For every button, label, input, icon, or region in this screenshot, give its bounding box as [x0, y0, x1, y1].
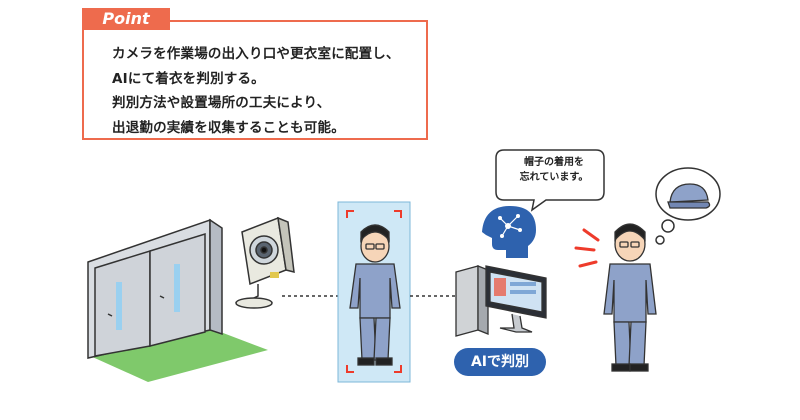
point-text: カメラを作業場の出入り口や更衣室に配置し、 AIにて着衣を判別する。 判別方法や… [112, 42, 422, 140]
point-line-4: 出退勤の実績を収集することも可能。 [112, 119, 345, 136]
floor [88, 328, 268, 382]
corner-brackets [346, 210, 402, 373]
worker-figure-2 [603, 223, 657, 372]
point-line-1: カメラを作業場の出入り口や更衣室に配置し、 [112, 46, 400, 62]
ai-label: AIで判別 [454, 348, 546, 376]
point-tag: Point [82, 8, 170, 30]
camera-icon [235, 216, 295, 309]
cap-icon [667, 183, 711, 209]
door-wall [87, 218, 223, 359]
ai-brain-icon [482, 206, 536, 258]
speech-line-2: 忘れています。 [519, 172, 589, 183]
alert-marks [574, 228, 600, 268]
speech-line-1: 帽子の着用を [524, 157, 584, 168]
worker-figure [349, 224, 401, 366]
speech-text: 帽子の着用を 忘れています。 [512, 155, 596, 185]
computer-icon [455, 265, 547, 337]
point-line-3: 判別方法や設置場所の工夫により、 [112, 95, 331, 111]
point-box [82, 20, 428, 140]
speech-bubble [495, 149, 605, 212]
point-line-2: AIにて着衣を判別する。 [112, 70, 265, 87]
